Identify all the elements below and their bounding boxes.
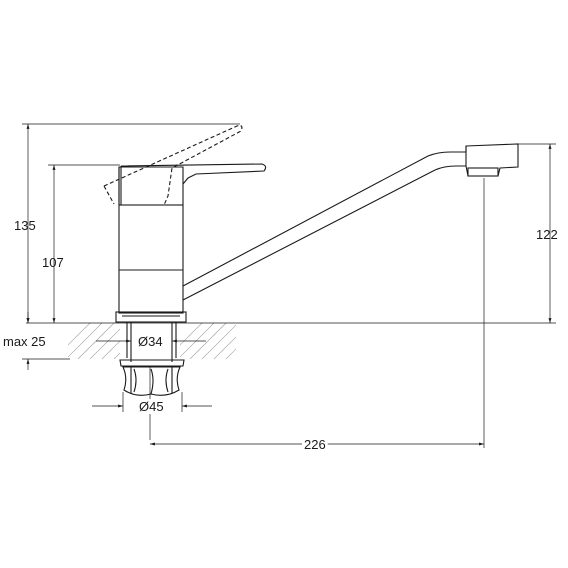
- countertop-hatch: [68, 323, 236, 359]
- extension-lines: [22, 123, 556, 448]
- dimension-label-122: 122: [536, 227, 558, 242]
- dimension-height-spout: 122: [536, 144, 558, 323]
- dimension-label-d45: Ø45: [139, 399, 164, 414]
- dimension-max-thickness: max 25: [3, 312, 46, 370]
- faucet-body: [115, 166, 187, 323]
- lever-handle: [120, 163, 267, 205]
- dimension-label-d34: Ø34: [138, 334, 163, 349]
- lever-handle-raised: [103, 125, 243, 206]
- dimension-spout-reach: 226: [150, 437, 484, 452]
- dimension-label-226: 226: [304, 437, 326, 452]
- dimension-diameter-shank: Ø34: [96, 334, 206, 349]
- dimension-label-107: 107: [42, 255, 64, 270]
- dimension-label-max25: max 25: [3, 334, 46, 349]
- dimension-label-226-background: [302, 437, 328, 452]
- dimension-height-total: 135: [14, 124, 36, 323]
- dimension-height-body: 107: [42, 165, 64, 323]
- dimension-diameter-nut: Ø45: [92, 399, 212, 414]
- dimension-label-135: 135: [14, 218, 36, 233]
- dimension-label-d45-background: [137, 399, 166, 414]
- dimension-label-d34-background: [136, 334, 165, 349]
- mounting-nut: [122, 366, 181, 396]
- spout: [182, 143, 519, 301]
